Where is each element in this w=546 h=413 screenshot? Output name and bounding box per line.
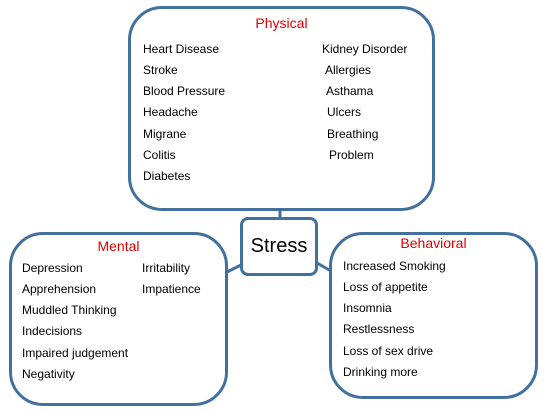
- mental-item: Apprehension: [22, 282, 97, 296]
- physical-item: Allergies: [325, 63, 372, 77]
- behavioral-box: Behavioral Increased Smoking Loss of app…: [329, 232, 538, 399]
- physical-box: Physical Heart Disease Stroke Blood Pres…: [128, 6, 435, 211]
- physical-title: Physical: [255, 15, 308, 31]
- physical-item: Problem: [329, 148, 374, 162]
- physical-item: Stroke: [143, 63, 178, 77]
- physical-item: Ulcers: [327, 105, 362, 119]
- mental-title: Mental: [97, 238, 140, 254]
- behavioral-item: Insomnia: [343, 301, 392, 315]
- connector-mental: [226, 263, 242, 274]
- physical-item: Headache: [143, 105, 198, 119]
- physical-item: Blood Pressure: [143, 84, 226, 98]
- physical-item: Asthama: [326, 84, 374, 98]
- physical-item: Diabetes: [143, 169, 191, 183]
- connector-behavioral: [316, 261, 332, 273]
- mental-item: Muddled Thinking: [22, 303, 117, 317]
- mental-item: Negativity: [22, 367, 75, 381]
- mental-item: Impatience: [142, 282, 201, 296]
- mental-box: Mental Depression Apprehension Muddled T…: [9, 232, 228, 406]
- behavioral-item: Restlessness: [343, 322, 415, 336]
- behavioral-title: Behavioral: [400, 235, 467, 251]
- mental-item: Depression: [22, 261, 83, 275]
- behavioral-item: Increased Smoking: [343, 259, 446, 273]
- physical-item: Breathing: [327, 127, 379, 141]
- behavioral-item: Loss of appetite: [343, 280, 428, 294]
- mental-item: Irritability: [142, 261, 191, 275]
- physical-item: Kidney Disorder: [322, 42, 408, 56]
- stress-label: Stress: [250, 235, 308, 257]
- physical-item: Migrane: [143, 127, 187, 141]
- mental-item: Impaired judgement: [22, 346, 129, 360]
- physical-item: Heart Disease: [143, 42, 220, 56]
- physical-item: Colitis: [143, 148, 176, 162]
- behavioral-item: Drinking more: [343, 365, 418, 379]
- behavioral-item: Loss of sex drive: [343, 344, 434, 358]
- mental-item: Indecisions: [22, 324, 83, 338]
- stress-center-box: Stress: [240, 217, 318, 276]
